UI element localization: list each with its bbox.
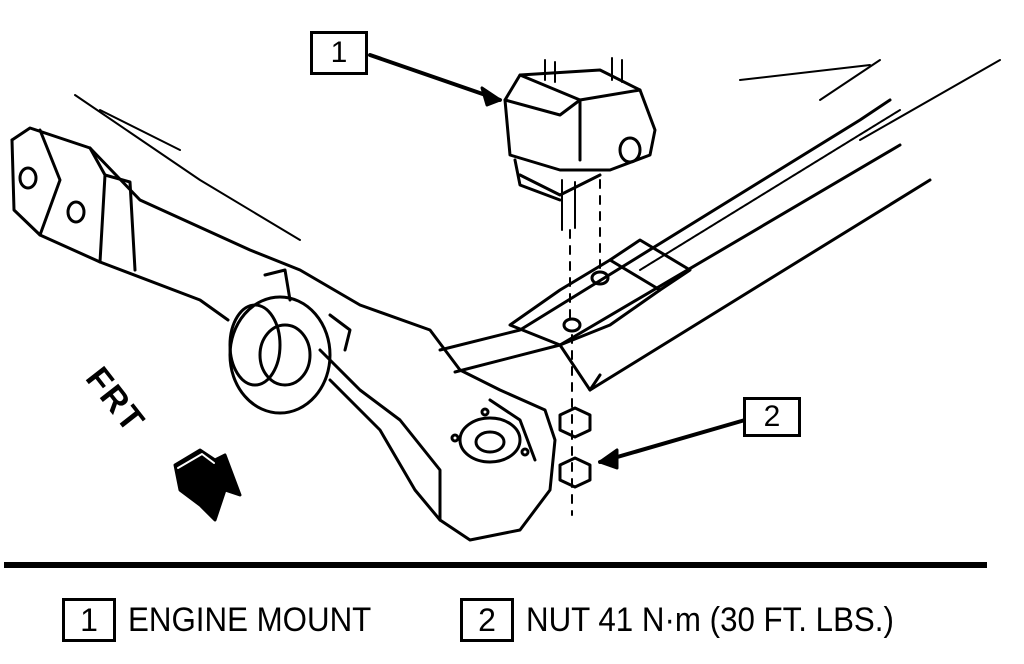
legend-divider	[4, 562, 987, 568]
frame-mount-pad	[508, 238, 692, 347]
engine-mount	[503, 57, 657, 231]
subframe-arm	[10, 94, 462, 372]
leader-arrows	[368, 53, 747, 470]
bushing-boss	[228, 268, 352, 415]
legend-number: 1	[62, 598, 116, 642]
legend-text: NUT 41 N·m (30 FT. LBS.)	[526, 600, 894, 639]
legend-item-engine-mount: 1 ENGINE MOUNT	[62, 596, 392, 644]
legend-number: 2	[460, 598, 514, 642]
alignment-lines	[569, 179, 601, 516]
legend-text: ENGINE MOUNT	[128, 600, 372, 639]
mount-nuts	[558, 406, 592, 489]
lower-arm	[318, 348, 557, 542]
frame-rail	[438, 59, 1001, 392]
callout-2-label: 2	[743, 397, 801, 437]
front-direction-arrow	[173, 448, 242, 522]
callout-1-label: 1	[310, 31, 368, 75]
legend-item-nut: 2 NUT 41 N·m (30 FT. LBS.)	[460, 596, 926, 644]
